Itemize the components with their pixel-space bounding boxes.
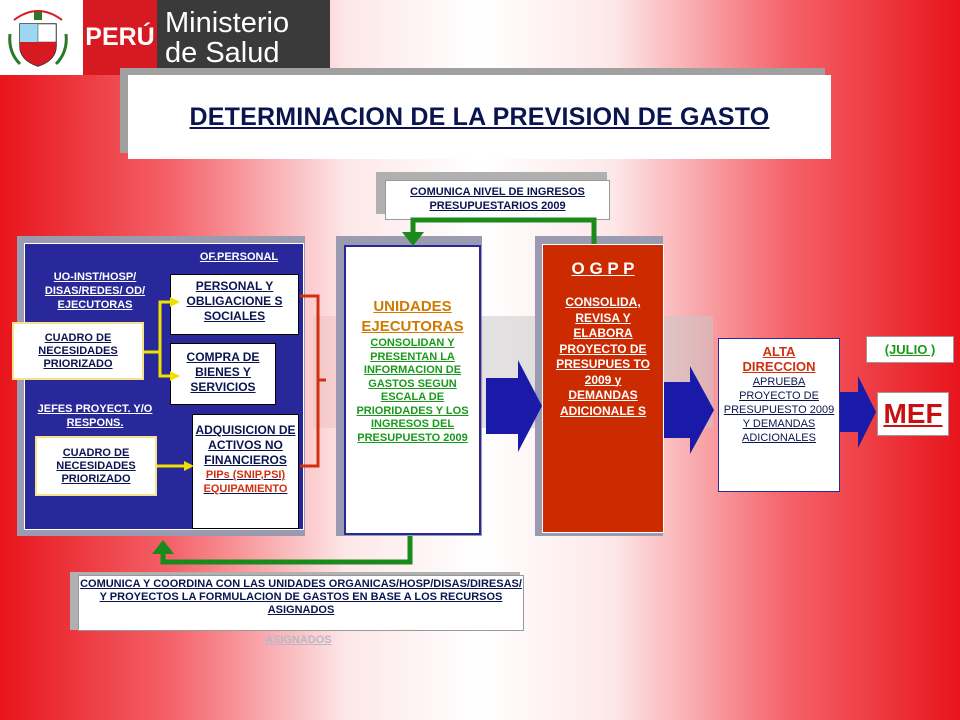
alta-direccion-box: ALTA DIRECCION APRUEBA PROYECTO DE PRESU… bbox=[718, 338, 840, 492]
ministry-logo: Ministerio de Salud bbox=[157, 0, 330, 75]
box-personal: PERSONAL Y OBLIGACIONE S SOCIALES bbox=[170, 274, 299, 335]
cuadro-necesidades-2: CUADRO DE NECESIDADES PRIORIZADO bbox=[35, 436, 157, 496]
ogpp-body: CONSOLIDA, REVISA Y ELABORA PROYECTO DE … bbox=[556, 295, 650, 418]
label-projects: JEFES PROYECT. Y/O RESPONS. bbox=[37, 403, 153, 429]
title-box: DETERMINACION DE LA PREVISION DE GASTO bbox=[128, 75, 831, 159]
coat-of-arms-icon bbox=[8, 10, 68, 67]
unidades-body: CONSOLIDAN Y PRESENTAN LA INFORMACION DE… bbox=[356, 337, 469, 444]
header-bar: PERÚ Ministerio de Salud bbox=[0, 0, 330, 75]
mef-box: MEF bbox=[877, 392, 949, 436]
unidades-title: UNIDADES EJECUTORAS bbox=[361, 298, 464, 335]
alta-body: APRUEBA PROYECTO DE PRESUPUESTO 2009 Y D… bbox=[723, 376, 835, 444]
peru-logo: PERÚ bbox=[83, 0, 157, 75]
label-of-personal: OF.PERSONAL bbox=[199, 251, 279, 263]
pips-label: PIPs (SNIP,PSI) bbox=[205, 469, 286, 481]
cuadro-necesidades-1: CUADRO DE NECESIDADES PRIORIZADO bbox=[12, 322, 144, 380]
adquisicion-label: ADQUISICION DE ACTIVOS NO FINANCIEROS bbox=[195, 423, 296, 467]
blue-arrow-3 bbox=[840, 376, 876, 448]
ogpp-title: O G P P bbox=[571, 259, 635, 278]
ogpp-panel: O G P P CONSOLIDA, REVISA Y ELABORA PROY… bbox=[542, 244, 664, 533]
bottom-note-box: COMUNICA Y COORDINA CON LAS UNIDADES ORG… bbox=[78, 575, 524, 631]
green-arrowhead-bottom bbox=[152, 540, 174, 554]
ministry-line-1: Ministerio bbox=[165, 7, 290, 39]
equipamiento-label: EQUIPAMIENTO bbox=[203, 483, 288, 495]
ministry-line-2: de Salud bbox=[165, 37, 280, 69]
label-units: UO-INST/HOSP/ DISAS/REDES/ OD/ EJECUTORA… bbox=[44, 271, 146, 311]
box-compra: COMPRA DE BIENES Y SERVICIOS bbox=[170, 343, 276, 405]
page-title: DETERMINACION DE LA PREVISION DE GASTO bbox=[189, 102, 770, 131]
green-arrow-bottom bbox=[160, 536, 413, 565]
box-adquisicion: ADQUISICION DE ACTIVOS NO FINANCIEROS PI… bbox=[192, 414, 299, 529]
bottom-note-ghost: ASIGNADOS bbox=[265, 634, 332, 646]
julio-badge: (JULIO ) bbox=[866, 336, 954, 363]
alta-title: ALTA DIRECCION bbox=[742, 344, 816, 374]
unidades-panel: UNIDADES EJECUTORAS CONSOLIDAN Y PRESENT… bbox=[344, 245, 481, 535]
top-note-box: COMUNICA NIVEL DE INGRESOS PRESUPUESTARI… bbox=[385, 180, 610, 220]
